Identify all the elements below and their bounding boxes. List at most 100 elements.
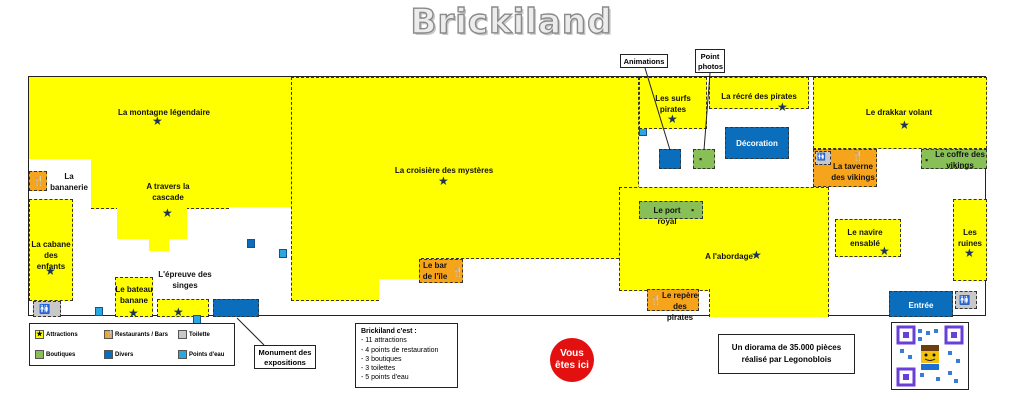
zone-cabane[interactable]: [29, 199, 73, 301]
star-icon: ★: [35, 330, 44, 339]
zone-point-photos[interactable]: [693, 149, 715, 169]
zone-croisiere[interactable]: [291, 77, 639, 259]
star-icon: ★: [964, 246, 975, 260]
legend-toilette: Toilette: [178, 330, 210, 339]
label-montagne: La montagne légendaire: [117, 108, 211, 117]
divers-icon: [104, 350, 113, 359]
label-entree: Entrée: [908, 301, 934, 310]
zone-epreuve-singes[interactable]: [157, 299, 209, 317]
legend: ★ Attractions 🍴 Restaurants / Bars Toile…: [29, 323, 235, 366]
qr-code-graphic: [896, 325, 964, 387]
legend-attractions: ★ Attractions: [35, 330, 78, 339]
zone-toilette-entree[interactable]: [955, 291, 977, 309]
star-icon: ★: [667, 112, 678, 126]
legend-points-eau: Points d'eau: [178, 350, 224, 359]
legend-boutiques: Boutiques: [35, 350, 75, 359]
water-drop-icon: [95, 307, 103, 316]
label-epreuve-singes: L'épreuve des singes: [158, 270, 212, 290]
label-bananerie: La bananerie: [50, 172, 88, 192]
zone-montagne[interactable]: [29, 77, 291, 159]
star-icon: ★: [162, 206, 173, 220]
zone-croisiere-lower: [291, 257, 379, 301]
fork-knife-icon: 🍴: [452, 267, 464, 277]
zone-abordage-lower: [709, 289, 829, 317]
label-drakkar: Le drakkar volant: [865, 108, 933, 117]
water-drop-icon: [279, 249, 287, 258]
zone-drakkar[interactable]: [813, 77, 987, 149]
you-are-here-marker: Vous êtes ici: [550, 338, 594, 382]
label-abordage: A l'abordage: [705, 252, 753, 261]
star-icon: ★: [879, 244, 890, 258]
zone-cascade[interactable]: [91, 157, 229, 209]
label-port-royal: Le port royal: [653, 206, 681, 226]
zone-navire[interactable]: [835, 219, 901, 257]
zone-monument[interactable]: [213, 299, 259, 317]
facts-title: Brickiland c'est :: [361, 328, 417, 335]
callout-point-photos: Point photos: [695, 49, 725, 73]
facts-item: - 4 points de restauration: [361, 346, 439, 354]
zone-ruines[interactable]: [953, 199, 987, 281]
label-surfs: Les surfs pirates: [655, 94, 691, 114]
facts-item: - 11 attractions: [361, 337, 407, 345]
star-icon: ★: [152, 114, 163, 128]
label-cascade: A travers la cascade: [146, 182, 190, 202]
wc-icon: 🚻: [817, 154, 826, 161]
label-taverne: La taverne des vikings: [831, 162, 875, 182]
credit-box: Un diorama de 35.000 pièces réalisé par …: [718, 334, 855, 374]
zone-recre[interactable]: [709, 77, 809, 109]
wc-icon: 🚻: [39, 304, 51, 314]
callout-monument: Monument des expositions: [254, 345, 316, 369]
fork-knife-icon: 🍴: [650, 295, 662, 305]
facts-item: - 3 toilettes: [361, 365, 396, 373]
label-bar-ile: Le bar de l'île: [422, 261, 448, 281]
zone-bar-ile[interactable]: [419, 259, 463, 283]
facts-box: Brickiland c'est : - 11 attractions - 4 …: [355, 323, 458, 388]
fork-knife-icon: 🍴: [852, 151, 864, 161]
label-bateau-banane: Le bateau banane: [115, 285, 153, 305]
bag-icon: ▪: [691, 205, 695, 215]
zone-croisiere-step: [379, 257, 419, 279]
facts-item: - 3 boutiques: [361, 355, 402, 363]
zone-decoration[interactable]: [725, 127, 789, 159]
label-ruines: Les ruines: [957, 228, 982, 248]
label-croisiere: La croisière des mystères: [394, 166, 494, 175]
legend-restaurants: 🍴 Restaurants / Bars: [104, 330, 169, 339]
star-icon: ★: [45, 264, 56, 278]
wc-icon: 🚻: [959, 295, 971, 305]
zone-bananerie-restaurant[interactable]: [29, 171, 47, 191]
star-icon: ★: [777, 100, 788, 114]
fork-knife-icon: 🍴: [104, 330, 114, 339]
zone-animations[interactable]: [659, 149, 681, 169]
qr-code-icon[interactable]: [891, 322, 969, 390]
bag-icon: [35, 350, 44, 359]
label-coffre: Le coffre des vikings: [935, 150, 985, 170]
zone-bateau-banane[interactable]: [115, 277, 153, 317]
water-drop-icon: [178, 350, 187, 359]
facts-item: - 5 points d'eau: [361, 374, 409, 382]
label-navire: Le navire ensablé: [847, 228, 883, 248]
zone-port-royal[interactable]: [639, 201, 703, 219]
zone-cascade-tip: [149, 237, 169, 251]
park-map: La montagne légendaire ★ A travers la ca…: [28, 76, 987, 324]
star-icon: ★: [899, 118, 910, 132]
zone-reperes[interactable]: [647, 289, 699, 311]
water-drop-icon: [247, 239, 255, 248]
bag-icon: ▪: [699, 154, 703, 164]
label-reperes: Le repère des pirates: [661, 291, 699, 322]
bag-icon: ▪: [925, 155, 929, 165]
label-cabane: La cabane des enfants: [31, 240, 71, 271]
zone-toilette-left[interactable]: [33, 301, 61, 317]
legend-divers: Divers: [104, 350, 133, 359]
zone-coffre[interactable]: [921, 149, 987, 169]
zone-montagne-right: [229, 157, 291, 207]
label-recre: La récré des pirates: [721, 92, 797, 101]
park-title: Brickiland: [410, 1, 613, 42]
star-icon: ★: [128, 306, 139, 320]
star-icon: ★: [751, 248, 762, 262]
callout-animations: Animations: [620, 54, 668, 68]
label-decoration: Décoration: [736, 139, 778, 148]
zone-toilette-taverne[interactable]: [815, 151, 831, 165]
fork-knife-icon: 🍴: [33, 176, 45, 186]
zone-entree[interactable]: [889, 291, 953, 317]
wc-icon: [178, 330, 187, 339]
